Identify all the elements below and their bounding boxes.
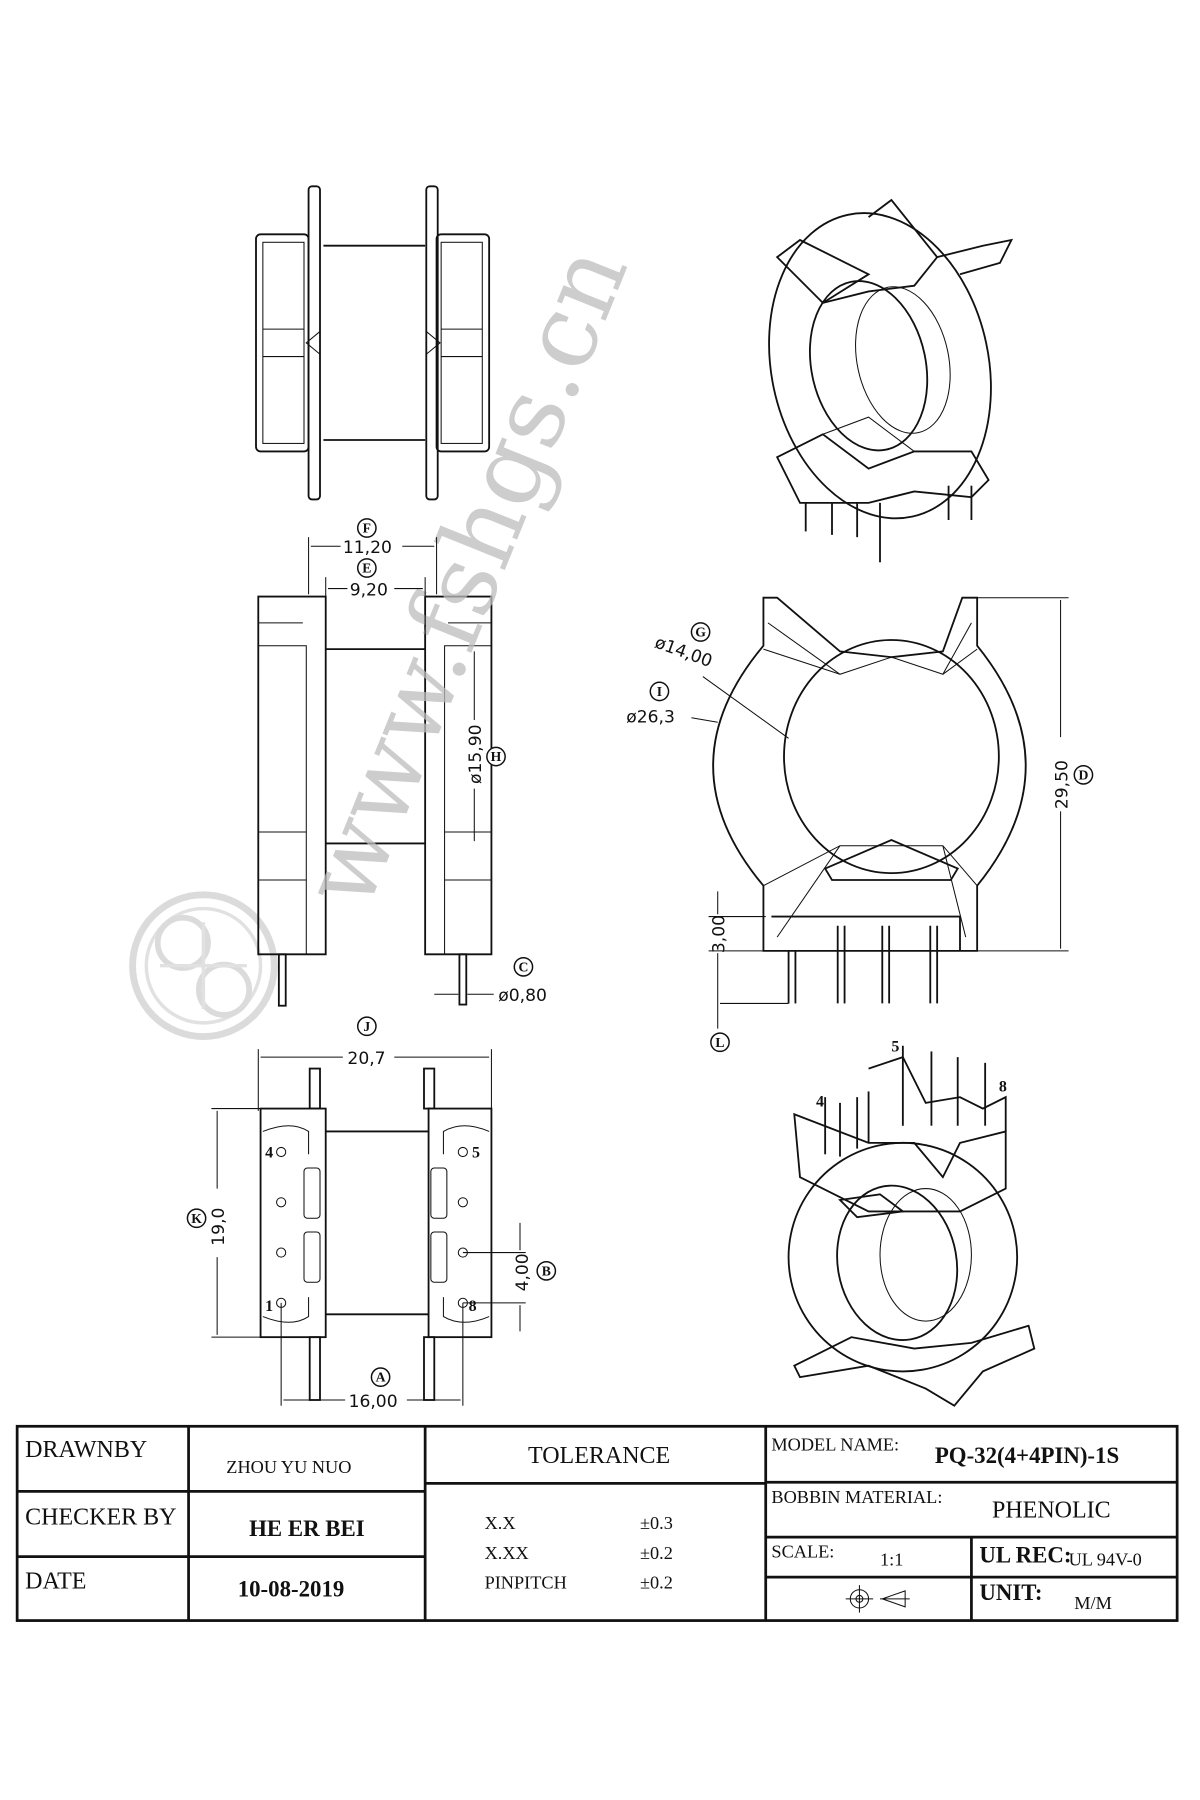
checker-value: HE ER BEI bbox=[249, 1516, 365, 1541]
bottom-view: 4 5 1 8 bbox=[259, 1067, 493, 1401]
svg-text:D: D bbox=[1078, 767, 1088, 782]
svg-text:±0.2: ±0.2 bbox=[640, 1543, 673, 1563]
date-label: DATE bbox=[25, 1569, 86, 1595]
svg-text:±0.3: ±0.3 bbox=[640, 1513, 673, 1533]
material-value: PHENOLIC bbox=[992, 1498, 1111, 1524]
svg-text:J: J bbox=[363, 1019, 370, 1034]
svg-text:G: G bbox=[695, 625, 706, 640]
dimension-L: 3,00 L bbox=[708, 891, 789, 1053]
tolerance-label: TOLERANCE bbox=[528, 1443, 670, 1469]
pin-label-4: 4 bbox=[265, 1145, 273, 1162]
projection-symbol-icon bbox=[845, 1585, 910, 1613]
pin-label-5: 5 bbox=[472, 1145, 480, 1162]
svg-text:4,00: 4,00 bbox=[513, 1253, 533, 1291]
svg-text:H: H bbox=[491, 749, 502, 764]
svg-text:B: B bbox=[542, 1263, 551, 1278]
scale-label: SCALE: bbox=[771, 1542, 834, 1562]
svg-text:X.X: X.X bbox=[485, 1513, 516, 1533]
front-section-view bbox=[257, 595, 493, 1007]
end-view bbox=[712, 596, 1027, 1004]
svg-text:L: L bbox=[715, 1035, 724, 1050]
watermark-seal-logo bbox=[129, 891, 278, 1040]
svg-text:19,0: 19,0 bbox=[209, 1208, 229, 1246]
svg-text:I: I bbox=[657, 684, 662, 699]
svg-text:ø15,90: ø15,90 bbox=[466, 724, 486, 784]
dimension-A: A 16,00 bbox=[280, 1302, 464, 1412]
checker-label: CHECKER BY bbox=[25, 1505, 176, 1531]
drawn-by-label: DRAWNBY bbox=[25, 1437, 147, 1463]
watermark-text: www.fshgs.cn bbox=[279, 230, 650, 924]
iso-pin-label-8: 8 bbox=[999, 1078, 1007, 1095]
dimension-H: ø15,90 H bbox=[466, 651, 506, 842]
svg-text:K: K bbox=[191, 1211, 202, 1226]
svg-text:29,50: 29,50 bbox=[1052, 760, 1072, 809]
material-label: BOBBIN MATERIAL: bbox=[771, 1487, 942, 1507]
model-label: MODEL NAME: bbox=[771, 1434, 899, 1454]
svg-text:9,20: 9,20 bbox=[350, 580, 388, 600]
svg-text:16,00: 16,00 bbox=[349, 1392, 398, 1412]
dimension-I: I ø26,3 bbox=[626, 681, 718, 727]
dimension-F: F 11,20 bbox=[308, 518, 438, 595]
scale-value: 1:1 bbox=[880, 1550, 903, 1570]
svg-text:A: A bbox=[376, 1370, 386, 1385]
ul-label: UL REC: bbox=[979, 1542, 1071, 1567]
svg-text:3,00: 3,00 bbox=[710, 915, 730, 953]
dimension-D: 29,50 D bbox=[965, 597, 1094, 952]
date-value: 10-08-2019 bbox=[238, 1577, 345, 1602]
svg-text:ø26,3: ø26,3 bbox=[626, 707, 675, 727]
iso-pin-label-5: 5 bbox=[891, 1038, 899, 1055]
svg-text:11,20: 11,20 bbox=[343, 538, 392, 558]
dimension-E: E 9,20 bbox=[325, 558, 426, 640]
title-block: DRAWNBY ZHOU YU NUO CHECKER BY HE ER BEI… bbox=[15, 1424, 1179, 1622]
drawn-by-value: ZHOU YU NUO bbox=[226, 1457, 351, 1477]
unit-value: M/M bbox=[1074, 1593, 1112, 1613]
svg-text:ø0,80: ø0,80 bbox=[498, 986, 547, 1006]
svg-text:C: C bbox=[518, 959, 528, 974]
top-view bbox=[255, 185, 491, 501]
unit-label: UNIT: bbox=[979, 1580, 1042, 1605]
dimension-B: 4,00 B bbox=[462, 1222, 557, 1332]
dimension-C: C ø0,80 bbox=[434, 956, 547, 1006]
dimension-K: 19,0 K bbox=[186, 1108, 261, 1338]
isometric-view-bottom: 4 5 8 bbox=[787, 1038, 1036, 1407]
svg-text:X.XX: X.XX bbox=[485, 1543, 529, 1563]
svg-text:20,7: 20,7 bbox=[347, 1049, 385, 1069]
iso-pin-label-4: 4 bbox=[816, 1093, 824, 1110]
svg-text:PINPITCH: PINPITCH bbox=[485, 1573, 567, 1593]
model-value: PQ-32(4+4PIN)-1S bbox=[935, 1443, 1119, 1468]
pin-label-1: 1 bbox=[265, 1298, 273, 1315]
svg-text:±0.2: ±0.2 bbox=[640, 1573, 673, 1593]
dimension-J: J 20,7 bbox=[257, 1016, 492, 1111]
isometric-view-top bbox=[768, 198, 1014, 563]
ul-value: UL 94V-0 bbox=[1069, 1550, 1142, 1570]
svg-text:F: F bbox=[363, 521, 371, 536]
pin-label-8: 8 bbox=[469, 1298, 477, 1315]
svg-text:E: E bbox=[362, 561, 371, 576]
